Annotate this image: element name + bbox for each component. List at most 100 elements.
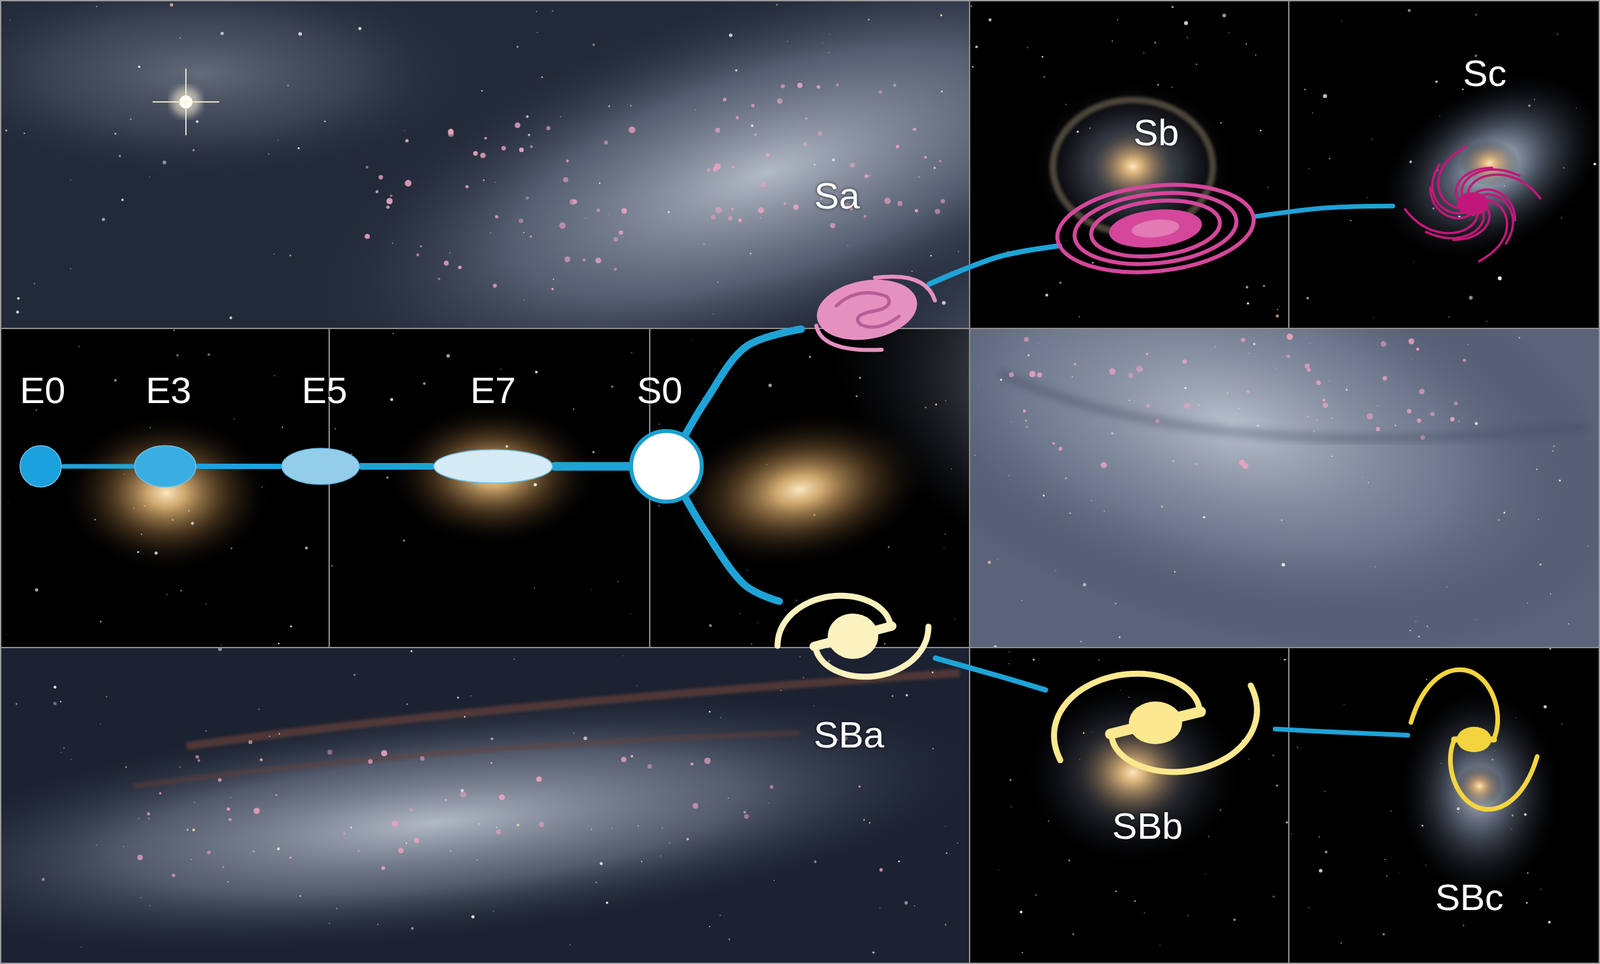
hii-region (1304, 363, 1311, 369)
star (375, 190, 379, 194)
hii-region (711, 214, 716, 220)
sequence-line (554, 462, 630, 472)
star (1340, 942, 1343, 945)
hii-region (817, 131, 823, 136)
star (34, 588, 38, 592)
star (930, 255, 932, 257)
star (137, 551, 140, 554)
star (1474, 421, 1478, 425)
star (513, 658, 516, 660)
star (1272, 895, 1275, 898)
spiral-arm-photo (133, 733, 800, 787)
star (149, 905, 150, 907)
galaxy-symbol (1054, 673, 1258, 772)
star (287, 84, 290, 87)
star (192, 149, 195, 152)
star (1066, 239, 1067, 241)
star (1316, 419, 1318, 421)
star (143, 505, 146, 507)
hii-region (569, 198, 577, 206)
star (1080, 641, 1082, 643)
star (179, 589, 182, 592)
star (658, 505, 660, 507)
hii-region (413, 838, 420, 844)
star (193, 802, 195, 803)
star (891, 695, 894, 698)
hii-region (419, 245, 422, 248)
elliptical-e0: E0 (17, 443, 64, 490)
star (1174, 571, 1176, 573)
hii-region (248, 740, 253, 745)
star (1446, 586, 1447, 588)
hii-region (1240, 337, 1246, 343)
galaxy-shape (1052, 181, 1259, 276)
star (403, 129, 405, 131)
star (933, 166, 936, 169)
hii-region (457, 265, 462, 270)
star (350, 826, 353, 829)
star (1324, 791, 1326, 793)
star (1091, 261, 1094, 264)
hii-region (884, 197, 891, 205)
hii-region (1322, 402, 1329, 408)
star (1110, 431, 1114, 435)
star (1409, 630, 1411, 632)
hii-region (378, 175, 384, 180)
star (463, 716, 466, 718)
star (1593, 162, 1597, 166)
hii-region (1416, 347, 1420, 352)
star (495, 826, 498, 829)
star (569, 944, 571, 945)
star (828, 659, 831, 662)
star (78, 345, 80, 348)
star (207, 353, 210, 356)
star (934, 403, 937, 406)
star (402, 539, 405, 542)
star (751, 124, 754, 128)
star (660, 855, 662, 857)
hii-region (1058, 447, 1063, 452)
star (1069, 512, 1071, 514)
hii-region (731, 207, 734, 211)
hii-region (897, 201, 903, 207)
star (879, 908, 881, 909)
star (1245, 285, 1249, 289)
hii-region (386, 205, 390, 210)
star (862, 819, 865, 822)
star (1368, 482, 1369, 484)
star (1276, 308, 1279, 310)
star (611, 385, 614, 388)
star (1226, 392, 1229, 395)
galaxy-shape (431, 447, 555, 486)
star (780, 689, 782, 692)
spiral-arm-photo (0, 647, 1003, 964)
star (1539, 563, 1542, 566)
star (1536, 468, 1538, 470)
spiral-arm (1410, 669, 1498, 740)
hii-region (197, 759, 200, 763)
galaxy-symbol (281, 448, 360, 485)
elliptical-photo (0, 328, 970, 648)
hii-region (1462, 359, 1467, 363)
barred-spiral-sbc: SBc (1408, 630, 1547, 847)
star (944, 400, 947, 402)
star (1552, 445, 1555, 448)
spiral-ring (1052, 175, 1259, 282)
star (720, 717, 722, 719)
star (137, 818, 140, 820)
star (1078, 316, 1080, 318)
star (331, 565, 333, 567)
star (205, 603, 208, 606)
hii-region (501, 145, 506, 151)
star (258, 708, 260, 710)
star (739, 613, 741, 614)
star (1362, 476, 1363, 478)
star (1524, 813, 1527, 817)
hii-region (495, 215, 499, 219)
star (1238, 407, 1239, 409)
hii-region (1366, 413, 1373, 420)
star (1008, 651, 1011, 653)
star (137, 65, 141, 69)
star (1208, 836, 1210, 838)
